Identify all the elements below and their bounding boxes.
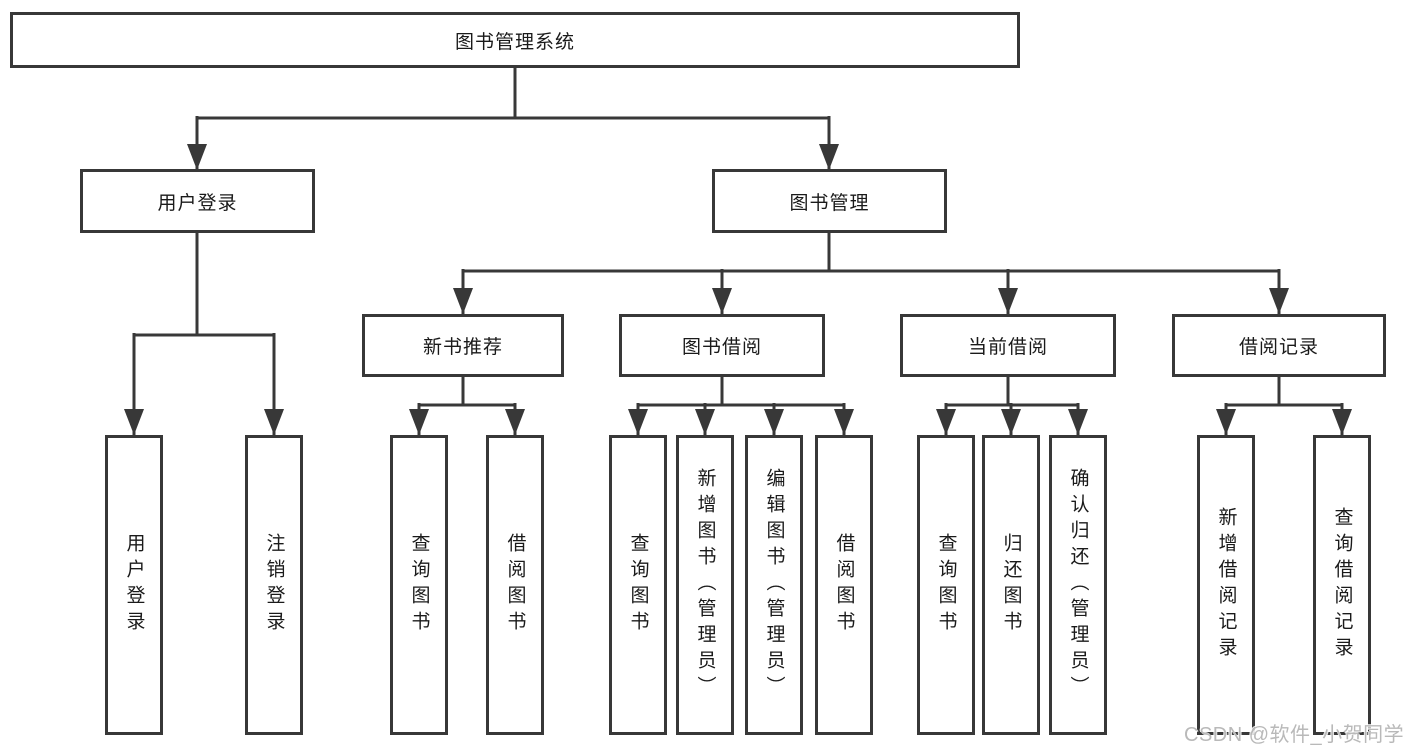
leaf-add-borrow-record-label: 新增借阅记录: [1215, 507, 1237, 663]
node-book-management-label: 图书管理: [789, 192, 870, 214]
leaf-edit-book-admin-label: 编辑图书（管理员）: [763, 468, 785, 702]
node-root: 图书管理系统: [10, 12, 1020, 68]
connector-new-book-rec-to-leaves: [409, 377, 525, 435]
connector-book-mgmt-to-level3: [453, 233, 1289, 314]
leaf-add-borrow-record: 新增借阅记录: [1197, 435, 1255, 735]
node-user-login: 用户登录: [80, 169, 315, 233]
node-borrow-records: 借阅记录: [1172, 314, 1386, 377]
node-book-borrow: 图书借阅: [619, 314, 825, 377]
leaf-query-books-recommend-label: 查询图书: [408, 533, 430, 637]
node-user-login-label: 用户登录: [157, 192, 238, 214]
leaf-logout-label: 注销登录: [263, 533, 285, 637]
leaf-query-books-recommend: 查询图书: [390, 435, 448, 735]
leaf-borrow-books-recommend-label: 借阅图书: [504, 533, 526, 637]
leaf-user-login-label: 用户登录: [123, 533, 145, 637]
leaf-add-book-admin: 新增图书（管理员）: [676, 435, 734, 735]
leaf-confirm-return-admin: 确认归还（管理员）: [1049, 435, 1107, 735]
leaf-user-login: 用户登录: [105, 435, 163, 735]
node-new-book-recommend-label: 新书推荐: [422, 337, 503, 358]
connector-root-to-level2: [187, 68, 839, 170]
leaf-logout: 注销登录: [245, 435, 303, 735]
connector-borrow-records-to-leaves: [1216, 377, 1352, 435]
leaf-query-books-borrow: 查询图书: [609, 435, 667, 735]
connector-book-borrow-to-leaves: [628, 377, 854, 435]
node-book-management: 图书管理: [712, 169, 947, 233]
node-new-book-recommend: 新书推荐: [362, 314, 564, 377]
node-book-borrow-label: 图书借阅: [681, 337, 762, 358]
leaf-borrow-books-recommend: 借阅图书: [486, 435, 544, 735]
leaf-borrow-books-label: 借阅图书: [833, 533, 855, 637]
leaf-query-books-current-label: 查询图书: [935, 533, 957, 637]
node-root-label: 图书管理系统: [454, 31, 575, 53]
connector-user-login-to-leaves: [124, 233, 284, 435]
leaf-query-borrow-record-label: 查询借阅记录: [1331, 507, 1353, 663]
leaf-query-books-current: 查询图书: [917, 435, 975, 735]
leaf-add-book-admin-label: 新增图书（管理员）: [694, 468, 716, 702]
node-borrow-records-label: 借阅记录: [1238, 337, 1319, 358]
node-current-borrow-label: 当前借阅: [967, 337, 1048, 358]
node-current-borrow: 当前借阅: [900, 314, 1116, 377]
leaf-query-borrow-record: 查询借阅记录: [1313, 435, 1371, 735]
leaf-borrow-books: 借阅图书: [815, 435, 873, 735]
connector-current-borrow-to-leaves: [936, 377, 1088, 435]
leaf-edit-book-admin: 编辑图书（管理员）: [745, 435, 803, 735]
leaf-return-book-label: 归还图书: [1000, 533, 1022, 637]
leaf-query-books-borrow-label: 查询图书: [627, 533, 649, 637]
watermark: CSDN @软件_小贺同学: [1184, 724, 1405, 746]
leaf-confirm-return-admin-label: 确认归还（管理员）: [1067, 468, 1089, 702]
leaf-return-book: 归还图书: [982, 435, 1040, 735]
